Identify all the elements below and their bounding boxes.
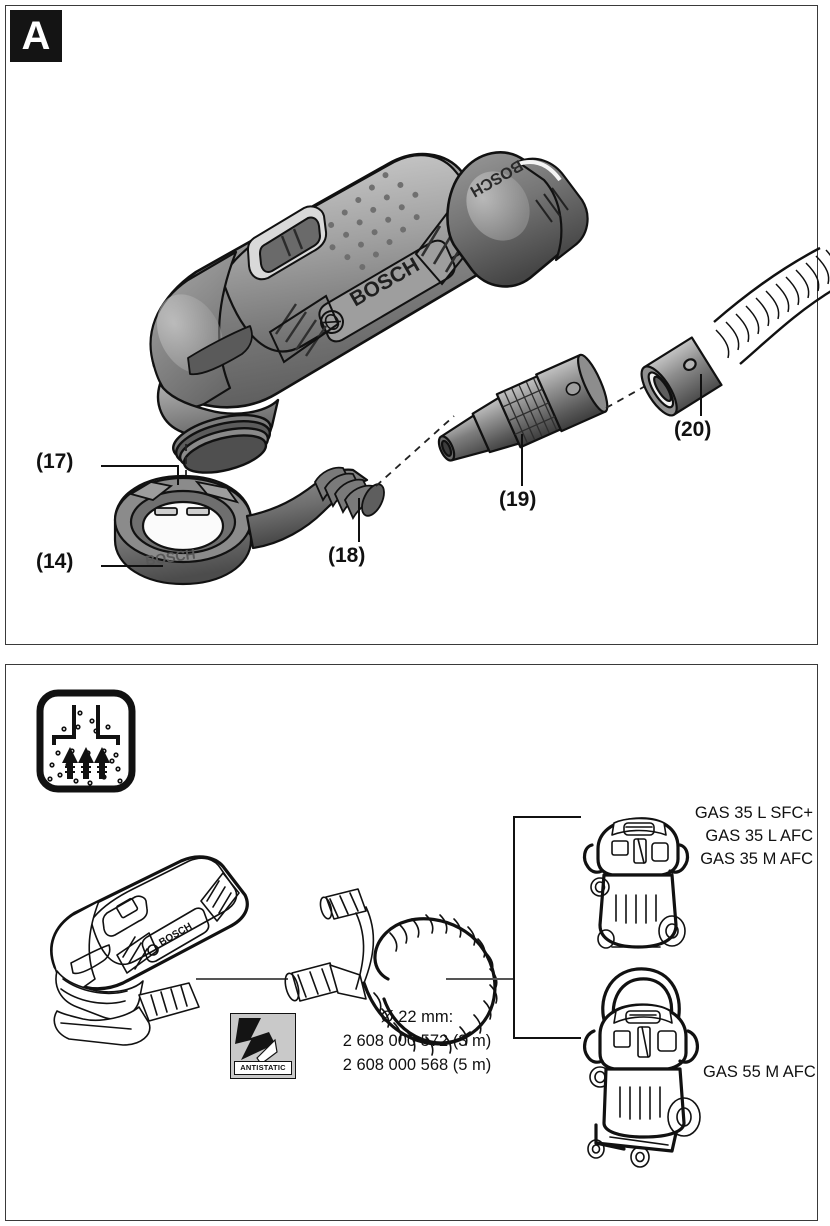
callout-18: (18) xyxy=(328,544,366,567)
adapter-coupling xyxy=(437,353,609,462)
antistatic-label: ANTISTATIC xyxy=(234,1061,292,1075)
multi-tool-illustration: BOSCH xyxy=(149,151,589,474)
hose-spec: Ø 22 mm: 2 608 000 572 (3 m) 2 608 000 5… xyxy=(302,1005,532,1077)
leader-line-14 xyxy=(101,565,163,567)
leader-line-19 xyxy=(521,434,523,486)
assembly-axis-elbow-adapter xyxy=(375,415,455,487)
vacuum-gas55-illustration xyxy=(583,967,701,1168)
hose-order-number-3m: 2 608 000 572 (3 m) xyxy=(342,1032,492,1050)
vacuum-model-2: GAS 35 L AFC xyxy=(705,827,813,845)
bracket-bottom-arm xyxy=(513,1037,581,1039)
antistatic-badge: ANTISTATIC xyxy=(230,1013,296,1079)
callout-17: (17) xyxy=(36,450,74,473)
vacuum-model-1: GAS 35 L SFC+ xyxy=(694,804,813,822)
callout-14: (14) xyxy=(36,550,74,573)
leader-line-17 xyxy=(101,465,179,467)
vacuum-models-top: GAS 35 L SFC+ GAS 35 L AFC GAS 35 M AFC xyxy=(526,802,813,871)
vacuum-gas35-illustration xyxy=(582,817,690,949)
bracket-top-arm xyxy=(513,816,581,818)
antistatic-hose-lineart xyxy=(284,888,498,1056)
hose-diameter: Ø 22 mm: xyxy=(380,1008,454,1026)
panel-a: A xyxy=(5,5,830,645)
vacuum-model-4: GAS 55 M AFC xyxy=(703,1063,816,1081)
panel-b: BOSCH xyxy=(5,664,818,1221)
panel-a-tag: A xyxy=(10,10,62,62)
leader-line-17-drop xyxy=(177,465,179,485)
dust-adapter-elbow: BOSCH xyxy=(113,466,385,586)
vacuum-model-3: GAS 35 M AFC xyxy=(700,850,813,868)
vacuum-hose-cuff xyxy=(640,246,830,417)
leader-line-18 xyxy=(358,498,360,542)
dust-extraction-icon xyxy=(36,689,136,793)
connector-tool-hose xyxy=(196,978,288,980)
multi-tool-lineart: BOSCH xyxy=(50,855,249,1046)
bosch-wordmark-collar: BOSCH xyxy=(144,546,196,569)
callout-20: (20) xyxy=(674,418,712,441)
callout-19: (19) xyxy=(499,488,537,511)
leader-line-20 xyxy=(700,374,702,416)
connector-hose-bracket xyxy=(446,978,514,980)
bracket-vertical xyxy=(513,816,515,1038)
hose-order-number-5m: 2 608 000 568 (5 m) xyxy=(342,1056,492,1074)
